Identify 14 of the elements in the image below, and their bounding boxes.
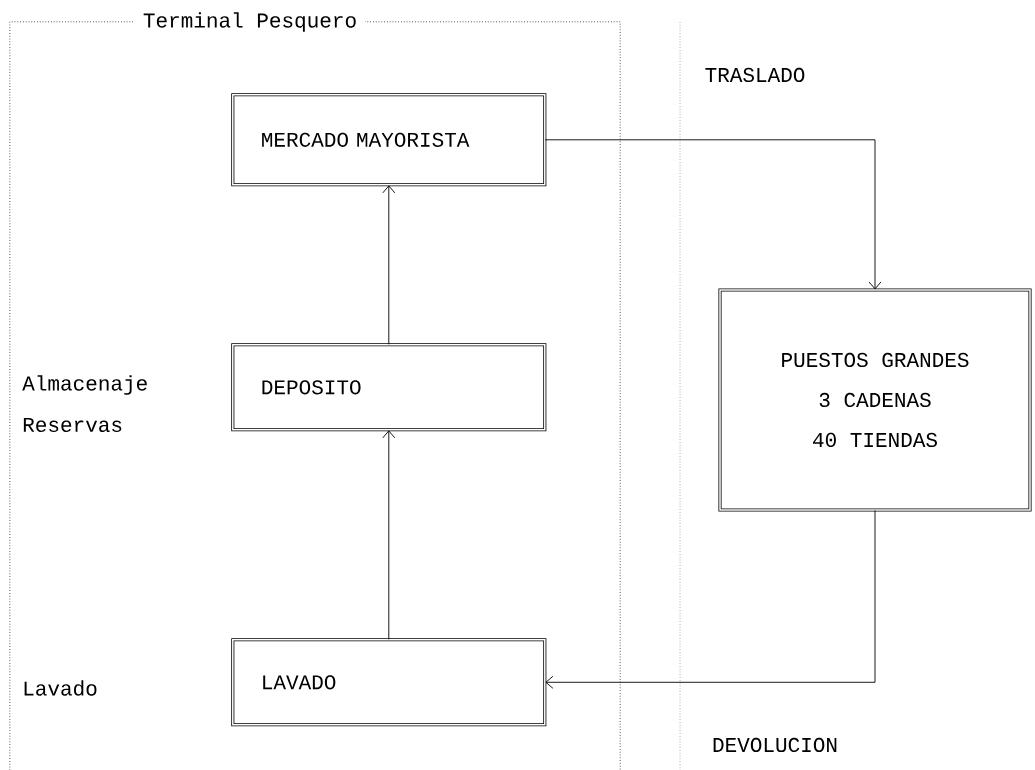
node-label: Terminal Pesquero — [143, 12, 356, 32]
edge-label: TRASLADO — [702, 65, 808, 85]
side-label: Almacenaje — [22, 375, 147, 395]
arrow — [544, 139, 882, 290]
arrow — [545, 509, 876, 689]
process-box: MERCADO MAYORISTA — [231, 93, 547, 187]
process-box: LAVADO — [231, 638, 547, 727]
process-box: PUESTOS GRANDES 3 CADENAS 40 TIENDAS — [718, 288, 1032, 512]
process-box: DEPOSITO — [231, 343, 547, 432]
edge-label: DEVOLUCION — [710, 735, 840, 755]
side-label: Lavado — [24, 680, 97, 696]
side-label: Reservas — [23, 418, 122, 432]
arrow — [382, 430, 396, 640]
arrow — [382, 185, 396, 345]
